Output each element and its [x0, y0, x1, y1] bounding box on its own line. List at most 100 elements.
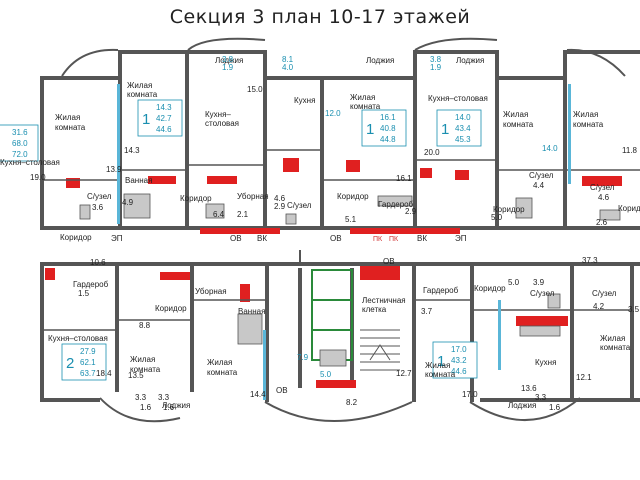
- room-label: Коридор: [155, 304, 187, 313]
- balcony-areas: 3.81.98.14.03.81.912.014.07.95.0: [222, 55, 558, 379]
- area-value: ВК: [257, 234, 267, 243]
- room-label: Жилая: [55, 113, 80, 122]
- area-value: 12.7: [396, 369, 412, 378]
- area-value: 37.3: [582, 256, 598, 265]
- area-value: 1.6: [549, 403, 561, 412]
- balcony-area-value: 7.9: [297, 353, 309, 362]
- area-value: 4.6: [274, 194, 286, 203]
- room-count: 1: [142, 111, 150, 128]
- flat-area-a: 14.3: [156, 103, 172, 112]
- area-value: 4.9: [122, 198, 134, 207]
- room-label: Жилая: [573, 110, 598, 119]
- stair-steps: [360, 329, 400, 371]
- room-label: Лоджия: [508, 401, 536, 410]
- marked-code: ПК: [373, 236, 383, 243]
- room-label: Жилая: [350, 93, 375, 102]
- room-label: Лоджия: [162, 401, 190, 410]
- room-label: столовая: [205, 119, 239, 128]
- room-label: Кухня: [535, 358, 556, 367]
- room-label: Жилая: [425, 361, 450, 370]
- flat-box-frame: [436, 109, 482, 147]
- area-value: 3.7: [421, 307, 433, 316]
- flat-box-frame: [61, 343, 107, 381]
- flat-area-b: 43.2: [451, 356, 467, 365]
- area-value: 11.8: [622, 146, 638, 155]
- area-value: 5.0: [508, 278, 520, 287]
- balcony-area-value: 12.0: [325, 109, 341, 118]
- balcony-area-value: 8.1: [282, 55, 294, 64]
- flat-area-a: 14.0: [455, 113, 471, 122]
- room-labels: ЖилаякомнатаЖилаякомнатаКухня–столоваяЛо…: [0, 56, 640, 410]
- area-value: 3.3: [135, 393, 147, 402]
- room-label: комната: [425, 370, 456, 379]
- area-value: 5.1: [345, 215, 357, 224]
- area-value: 2.9: [274, 202, 286, 211]
- room-label: С/узел: [592, 289, 617, 298]
- flat-area-c: 44.6: [156, 125, 172, 134]
- area-value: 14.3: [124, 146, 140, 155]
- room-label: Жилая: [207, 358, 232, 367]
- room-label: Гардероб: [73, 280, 109, 289]
- flat-box-frame: [137, 99, 183, 137]
- area-value: 4.2: [593, 302, 605, 311]
- area-value: 20.0: [424, 148, 440, 157]
- area-value: 18.4: [96, 369, 112, 378]
- area-value: 6.4: [213, 210, 225, 219]
- facade-arcs: [61, 37, 626, 423]
- area-value: ОВ: [330, 234, 342, 243]
- area-value: 10.6: [90, 258, 106, 267]
- flat-boundaries: [117, 84, 571, 400]
- area-value: 13.5: [128, 371, 144, 380]
- area-value: 13.6: [521, 384, 537, 393]
- flat-info-box: 114.043.445.3: [436, 109, 482, 147]
- room-label: комната: [503, 120, 534, 129]
- area-value: 2.1: [237, 210, 249, 219]
- balcony-area-value: 4.0: [282, 63, 294, 72]
- flat-box-frame: [361, 109, 407, 147]
- room-label: комната: [127, 90, 158, 99]
- room-label: комната: [55, 123, 86, 132]
- area-value: 4.4: [533, 181, 545, 190]
- room-label: Коридо: [618, 204, 640, 213]
- room-label: Коридор: [337, 192, 369, 201]
- area-value: 14.4: [250, 390, 266, 399]
- room-label: С/узел: [529, 171, 554, 180]
- room-label: Жилая: [600, 334, 625, 343]
- area-value: 3.3: [158, 393, 170, 402]
- area-value: ЭП: [455, 234, 467, 243]
- fixtures: [79, 193, 621, 367]
- room-label: клетка: [362, 305, 387, 314]
- room-count: 2: [66, 355, 74, 372]
- room-count: 1: [366, 121, 374, 138]
- area-value: 4.6: [598, 193, 610, 202]
- room-label: Гардероб: [423, 286, 459, 295]
- flat-area-a: 31.6: [12, 128, 28, 137]
- flat-area-a: 17.0: [451, 345, 467, 354]
- room-label: Ванная: [238, 307, 265, 316]
- flat-area-c: 44.6: [451, 367, 467, 376]
- area-value: 3.5: [628, 305, 640, 314]
- flat-area-a: 27.9: [80, 347, 96, 356]
- area-value: 8.8: [139, 321, 151, 330]
- room-label: Лоджия: [456, 56, 484, 65]
- area-value: 3.6: [92, 203, 104, 212]
- flat-info-box: 1 14.3 42.7 44.6: [137, 99, 183, 137]
- room-label: Кухня–столовая: [0, 158, 60, 167]
- area-value: 16.1: [396, 174, 412, 183]
- area-value: 15.0: [247, 85, 263, 94]
- area-value: 13.9: [106, 165, 122, 174]
- room-label: С/узел: [530, 289, 555, 298]
- area-value: 3.3: [535, 393, 547, 402]
- area-value: 1.6: [140, 403, 152, 412]
- room-count: 1: [437, 353, 445, 370]
- room-label: С/узел: [590, 183, 615, 192]
- room-label: С/узел: [87, 192, 112, 201]
- room-label: С/узел: [287, 201, 312, 210]
- area-value: ОВ: [230, 234, 242, 243]
- area-value: 8.2: [346, 398, 358, 407]
- flat-area-b: 42.7: [156, 114, 172, 123]
- area-value: 12.1: [576, 373, 592, 382]
